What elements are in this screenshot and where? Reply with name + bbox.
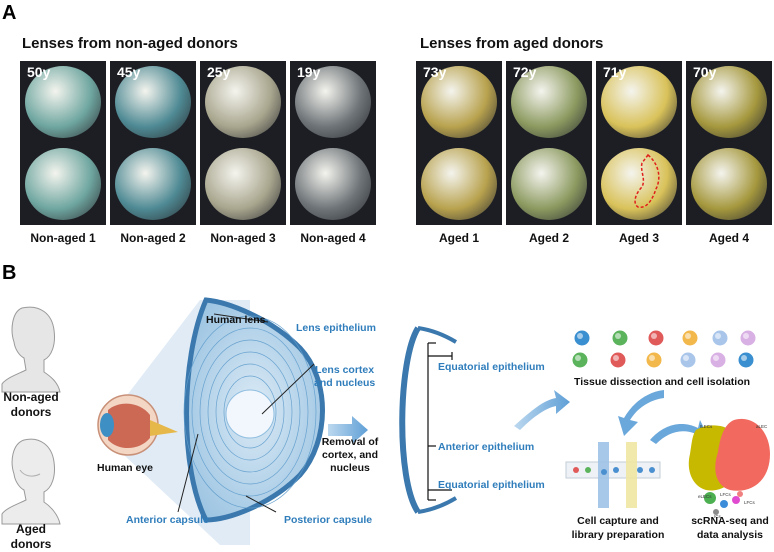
lens-photo: 25y xyxy=(200,61,286,143)
lens-photo xyxy=(686,143,772,225)
lens-sample-label: Aged 3 xyxy=(618,231,659,245)
donor-age-label: 71y xyxy=(603,64,627,80)
lens-photo xyxy=(200,143,286,225)
non-aged-group-title: Lenses from non-aged donors xyxy=(22,35,238,52)
posterior-capsule-label: Posterior capsule xyxy=(284,514,373,526)
cell-highlight xyxy=(683,355,689,361)
umap-label: eLECs xyxy=(698,494,712,499)
non-aged-donors-label: Non-aged donors xyxy=(3,390,59,419)
equatorial-epithelium-bottom-label: Equatorial epithelium xyxy=(438,479,545,491)
lens-photo xyxy=(506,143,592,225)
lens-photo xyxy=(596,143,682,225)
lens-photo xyxy=(110,143,196,225)
umap-label: LFCs xyxy=(720,492,732,497)
removal-label: Removal of cortex, and nucleus xyxy=(321,436,379,474)
lens-photo: 50y xyxy=(20,61,106,143)
donor-age-label: 73y xyxy=(423,64,447,80)
lens-sample-label: Aged 1 xyxy=(438,231,479,245)
lens-photo xyxy=(290,143,376,225)
cell-highlight xyxy=(743,333,749,339)
lens-sample-label: Non-aged 3 xyxy=(210,231,276,245)
cell-highlight xyxy=(575,355,581,361)
cell-highlight xyxy=(577,333,583,339)
lens-photo xyxy=(416,143,502,225)
dissociated-cells xyxy=(571,329,757,369)
cell-highlight xyxy=(615,333,621,339)
cell-highlight xyxy=(649,355,655,361)
lens-sample-label: Aged 4 xyxy=(708,231,749,245)
lens-photo: 73y xyxy=(416,61,502,143)
cell-highlight xyxy=(651,333,657,339)
cell-highlight xyxy=(685,333,691,339)
lens-disc xyxy=(601,148,677,220)
lens-photo: 19y xyxy=(290,61,376,143)
aged-group-title: Lenses from aged donors xyxy=(420,35,604,52)
lens-disc xyxy=(295,148,371,220)
human-lens-crosssection xyxy=(177,297,325,523)
lens-disc xyxy=(691,66,767,138)
non-aged-head-icon xyxy=(1,306,61,393)
aged-head-icon xyxy=(1,438,61,525)
human-lens-label: Human lens xyxy=(206,314,266,326)
lens-disc xyxy=(115,148,191,220)
tissue-dissection-label: Tissue dissection and cell isolation xyxy=(574,376,751,388)
lens-disc xyxy=(115,66,191,138)
lens-capsule-bag xyxy=(399,326,458,514)
to-tissue-arrow xyxy=(514,390,570,430)
panel-b-diagram: ILECs aLEC eLECs LFCs LFCs ICs xyxy=(1,297,770,545)
lens-disc xyxy=(691,148,767,220)
lens-photo: 70y xyxy=(686,61,772,143)
lens-disc xyxy=(601,66,677,138)
donor-age-label: 19y xyxy=(297,64,321,80)
equatorial-epithelium-top-label: Equatorial epithelium xyxy=(438,361,545,373)
donor-age-label: 25y xyxy=(207,64,231,80)
removal-arrow xyxy=(328,416,368,444)
lens-photo: 71y xyxy=(596,61,682,143)
scrna-seq-label: scRNA-seq and data analysis xyxy=(691,515,769,541)
cell-highlight xyxy=(613,355,619,361)
umap-label: ICs xyxy=(714,514,722,519)
lens-disc xyxy=(25,66,101,138)
umap-plot: ILECs aLEC eLECs LFCs LFCs ICs xyxy=(688,418,770,519)
lens-cortex-label: Lens cortex and nucleus xyxy=(314,364,376,389)
donor-age-label: 45y xyxy=(117,64,141,80)
donor-age-label: 72y xyxy=(513,64,537,80)
lens-disc xyxy=(511,66,587,138)
lens-photo: 72y xyxy=(506,61,592,143)
anterior-capsule-label: Anterior capsule xyxy=(126,514,209,526)
donor-age-label: 50y xyxy=(27,64,51,80)
lens-disc xyxy=(205,148,281,220)
cell-capture-label: Cell capture and library preparation xyxy=(571,515,665,541)
cell-highlight xyxy=(713,355,719,361)
lens-sample-label: Non-aged 1 xyxy=(30,231,96,245)
to-capture-arrow xyxy=(618,390,664,436)
lens-disc xyxy=(511,148,587,220)
lens-photo: 45y xyxy=(110,61,196,143)
cell-highlight xyxy=(741,355,747,361)
panel-b-letter: B xyxy=(2,262,17,284)
lens-sample-label: Aged 2 xyxy=(528,231,569,245)
panel-a-letter: A xyxy=(2,2,17,24)
lens-disc xyxy=(295,66,371,138)
anterior-epithelium-label: Anterior epithelium xyxy=(438,441,535,453)
lens-disc xyxy=(25,148,101,220)
lens-disc xyxy=(421,148,497,220)
lens-epithelium-label: Lens epithelium xyxy=(296,322,376,334)
lens-sample-label: Non-aged 4 xyxy=(300,231,366,245)
lens-photo xyxy=(20,143,106,225)
microfluidic-channel xyxy=(565,442,661,508)
lens-disc xyxy=(421,66,497,138)
umap-label: ILECs xyxy=(700,424,713,429)
donor-age-label: 70y xyxy=(693,64,717,80)
cataract-outline xyxy=(634,153,660,209)
human-eye-icon xyxy=(97,394,178,456)
lens-disc xyxy=(205,66,281,138)
human-eye-label: Human eye xyxy=(97,462,154,474)
umap-label: aLEC xyxy=(756,424,768,429)
lens-sample-label: Non-aged 2 xyxy=(120,231,186,245)
umap-label: LFCs xyxy=(744,500,756,505)
cell-highlight xyxy=(715,333,721,339)
